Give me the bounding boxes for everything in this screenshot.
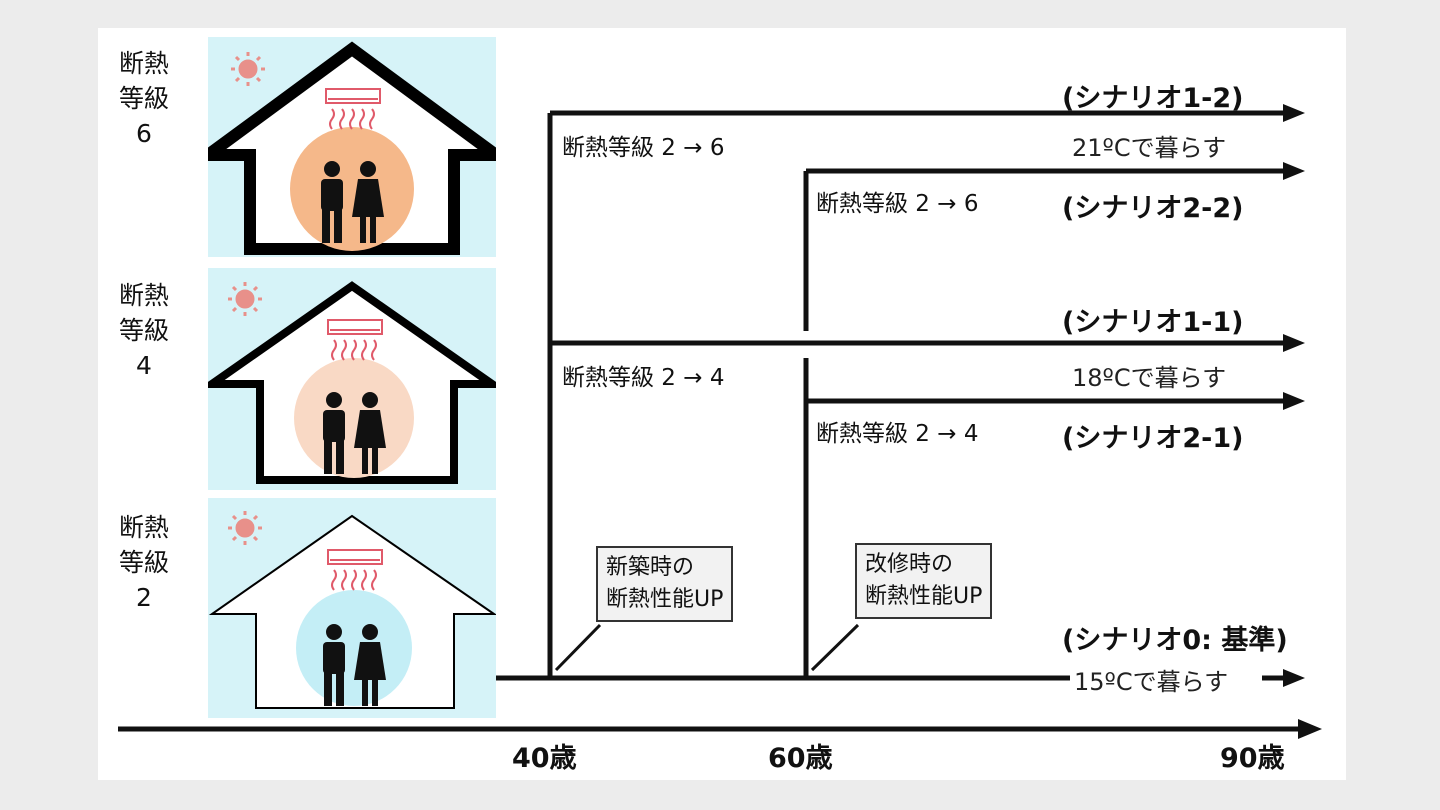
- arrowhead-1-2: [1283, 104, 1305, 122]
- callout-renovation: 改修時の断熱性能UP: [855, 543, 993, 619]
- scenario-label-1-2: (シナリオ1-2): [1062, 83, 1244, 114]
- aircon-icon: [325, 88, 381, 130]
- sun-icon: [228, 511, 262, 545]
- callout-new-build: 新築時の断熱性能UP: [596, 546, 734, 622]
- temp-label-18: 18ºCで暮らす: [1072, 364, 1227, 392]
- arrowhead-2-1: [1283, 392, 1305, 410]
- callout-pointer-new: [554, 623, 602, 672]
- arrowhead-2-2: [1283, 162, 1305, 180]
- age-label-60: 60歳: [768, 743, 833, 774]
- aircon-icon: [327, 319, 383, 361]
- house-grade6-illustration: [208, 41, 496, 255]
- sun-icon: [228, 282, 262, 316]
- sun-icon: [231, 52, 265, 86]
- step-label-reno-2-4: 断熱等級 2 → 4: [816, 421, 979, 447]
- couple-icon: [323, 624, 386, 706]
- house-panel-grade4: [208, 268, 496, 490]
- step-label-new-2-4: 断熱等級 2 → 4: [562, 365, 725, 391]
- scenario-label-0: (シナリオ0: 基準): [1062, 625, 1288, 656]
- aircon-icon: [327, 549, 383, 591]
- arrowhead-0: [1283, 669, 1305, 687]
- step-label-new-2-6: 断熱等級 2 → 6: [562, 135, 725, 161]
- temp-label-21: 21ºCで暮らす: [1072, 134, 1227, 162]
- couple-icon: [323, 392, 386, 474]
- scenario-label-2-1: (シナリオ2-1): [1062, 423, 1244, 454]
- couple-icon: [321, 161, 384, 243]
- warmth-glow: [290, 127, 414, 251]
- house-grade2-illustration: [208, 511, 496, 709]
- scenario-label-2-2: (シナリオ2-2): [1062, 193, 1244, 224]
- callout-pointer-reno: [810, 623, 860, 672]
- arrowhead-1-1: [1283, 334, 1305, 352]
- house-panel-grade6: [208, 37, 496, 257]
- step-label-reno-2-6: 断熱等級 2 → 6: [816, 191, 979, 217]
- age-label-40: 40歳: [512, 743, 577, 774]
- house-panel-grade2: [208, 498, 496, 718]
- scenario-label-1-1: (シナリオ1-1): [1062, 307, 1244, 338]
- age-label-90: 90歳: [1220, 743, 1285, 774]
- arrowhead-axis: [1298, 719, 1322, 739]
- temp-label-15: 15ºCで暮らす: [1074, 668, 1229, 696]
- house-grade4-illustration: [208, 281, 496, 484]
